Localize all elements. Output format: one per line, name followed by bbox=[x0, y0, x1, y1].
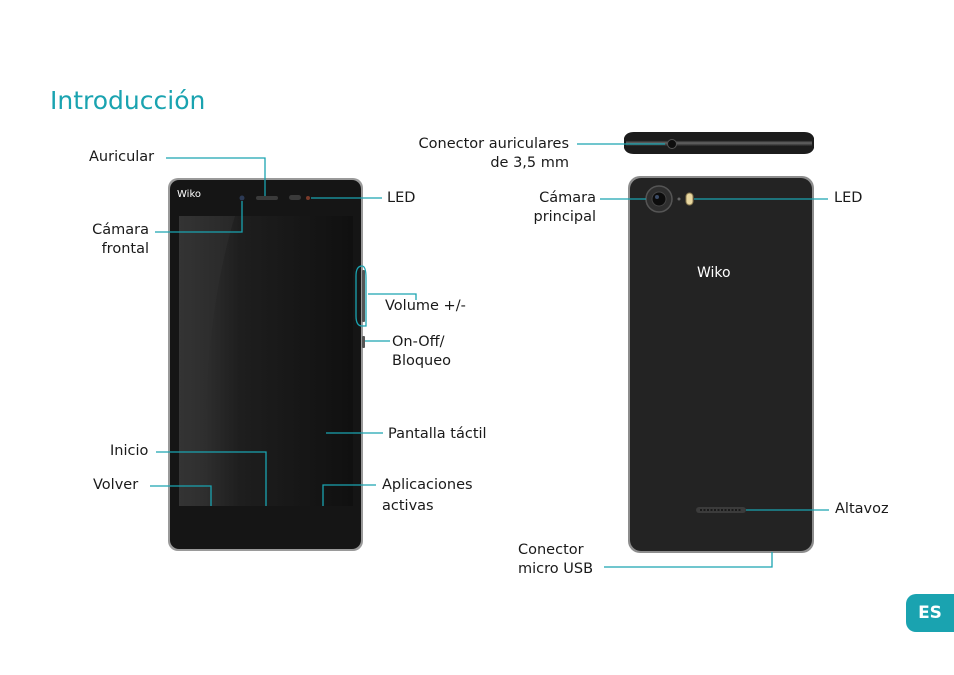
label-front-camera-line2: frontal bbox=[101, 241, 149, 257]
rear-led-flash bbox=[685, 192, 694, 206]
front-camera-lens bbox=[239, 195, 245, 201]
label-home: Inicio bbox=[110, 443, 149, 459]
label-main-camera-line1: Cámara bbox=[539, 190, 596, 206]
label-touchscreen: Pantalla táctil bbox=[388, 426, 487, 442]
label-front-camera-line1: Cámara bbox=[92, 222, 149, 238]
back-phone-top-edge bbox=[624, 132, 814, 154]
label-main-camera-line2: principal bbox=[533, 209, 596, 225]
label-headphone-line2: de 3,5 mm bbox=[490, 155, 569, 171]
label-recent-apps-line2: activas bbox=[382, 498, 434, 514]
label-micro-usb: Conector micro USB bbox=[518, 541, 593, 579]
label-speaker: Altavoz bbox=[835, 501, 889, 517]
label-headphone-jack: Conector auriculares de 3,5 mm bbox=[393, 135, 569, 173]
callout-lines bbox=[150, 143, 829, 568]
headphone-jack bbox=[667, 139, 677, 149]
label-power-line1: On-Off/ bbox=[392, 334, 445, 350]
page-title: Introducción bbox=[50, 86, 206, 115]
label-recent-apps-line1: Aplicaciones bbox=[382, 477, 473, 493]
label-headphone-line1: Conector auriculares bbox=[418, 136, 569, 152]
label-power: On-Off/ Bloqueo bbox=[392, 333, 451, 371]
label-micro-usb-line2: micro USB bbox=[518, 561, 594, 577]
label-earpiece: Auricular bbox=[89, 149, 155, 165]
label-power-line2: Bloqueo bbox=[392, 353, 452, 369]
main-camera-lens bbox=[655, 195, 659, 199]
label-main-camera: Cámara principal bbox=[505, 189, 596, 227]
language-badge: ES bbox=[906, 594, 954, 632]
label-back-button: Volver bbox=[93, 477, 139, 493]
label-rear-led: LED bbox=[834, 190, 863, 206]
label-recent-apps: Aplicaciones activas bbox=[382, 475, 473, 517]
back-brand-logo: Wiko bbox=[697, 265, 731, 281]
front-brand-logo: Wiko bbox=[177, 189, 201, 200]
label-volume: Volume +/- bbox=[385, 298, 466, 314]
label-front-camera: Cámara frontal bbox=[60, 221, 149, 259]
label-micro-usb-line1: Conector bbox=[518, 542, 584, 558]
front-led-dot bbox=[306, 196, 310, 200]
label-front-led: LED bbox=[387, 190, 416, 206]
front-phone bbox=[168, 178, 365, 551]
back-phone bbox=[628, 176, 814, 553]
earpiece-grille bbox=[256, 196, 278, 200]
